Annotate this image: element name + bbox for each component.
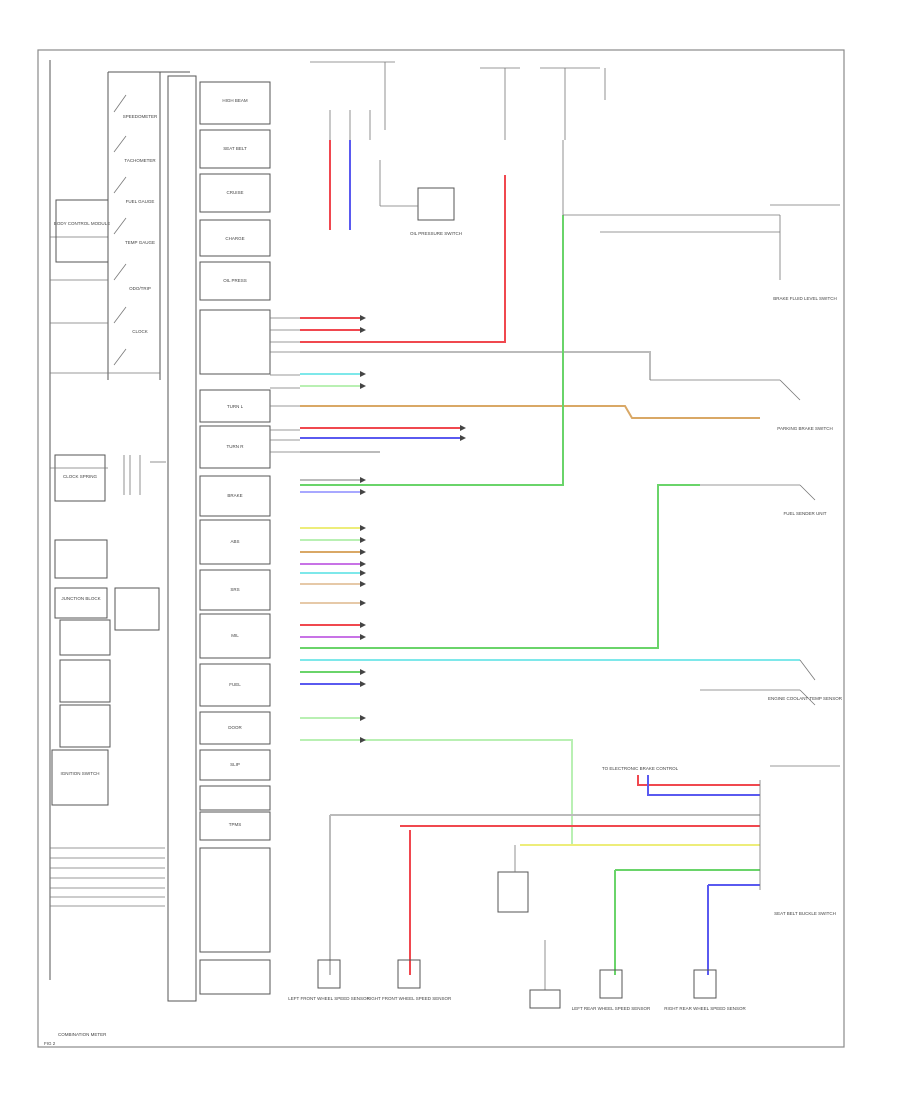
left-module-labels: BODY CONTROL MODULE CLOCK SPRING JUNCTIO… <box>54 221 110 776</box>
component-label: LEFT REAR WHEEL SPEED SENSOR <box>572 1006 651 1011</box>
gauge-label: CLOCK <box>132 329 148 334</box>
diagram-frame <box>37 49 845 1048</box>
indicator-label: CHARGE <box>225 236 244 241</box>
indicator-label: CRUISE <box>226 190 243 195</box>
indicator-label: TURN R <box>227 444 245 449</box>
indicator-label: TPMS <box>229 822 242 827</box>
left-module-column <box>49 60 190 980</box>
right-component-labels: BRAKE FLUID LEVEL SWITCH PARKING BRAKE S… <box>288 231 842 1011</box>
indicator-label: FUEL <box>229 682 241 687</box>
gauge-labels: SPEEDOMETER TACHOMETER FUEL GAUGE TEMP G… <box>123 114 158 334</box>
gauge-label: FUEL GAUGE <box>126 199 155 204</box>
footer-label: COMBINATION METER <box>58 1032 107 1037</box>
indicator-label: TURN L <box>227 404 244 409</box>
corner-label: FIG 2 <box>44 1041 56 1046</box>
indicator-label: DOOR <box>228 725 242 730</box>
component-label: RIGHT FRONT WHEEL SPEED SENSOR <box>367 996 452 1001</box>
combination-meter <box>167 75 197 1002</box>
gauge-label: TEMP GAUGE <box>125 240 155 245</box>
indicator-label: SLIP <box>230 762 240 767</box>
indicator-label: SEAT BELT <box>223 146 247 151</box>
indicator-label: SRS <box>230 587 239 592</box>
indicator-label: BRAKE <box>227 493 242 498</box>
connector-pins <box>270 317 300 453</box>
bottom-sensors <box>317 845 717 1009</box>
wire-arrows <box>360 315 466 743</box>
module-label: BODY CONTROL MODULE <box>54 221 110 226</box>
module-label: JUNCTION BLOCK <box>61 596 100 601</box>
indicator-label: MIL <box>231 633 239 638</box>
component-label: OIL PRESSURE SWITCH <box>410 231 462 236</box>
right-components <box>650 379 840 890</box>
component-label: PARKING BRAKE SWITCH <box>777 426 832 431</box>
component-label: FUEL SENDER UNIT <box>783 511 826 516</box>
component-label: RIGHT REAR WHEEL SPEED SENSOR <box>664 1006 746 1011</box>
module-label: IGNITION SWITCH <box>61 771 100 776</box>
module-label: CLOCK SPRING <box>63 474 98 479</box>
indicator-label: ABS <box>230 539 239 544</box>
meter-indicator-boxes <box>199 81 271 995</box>
component-label: SEAT BELT BUCKLE SWITCH <box>774 911 836 916</box>
indicator-label: HIGH BEAM <box>222 98 248 103</box>
component-label: ENGINE COOLANT TEMP SENSOR <box>768 696 843 701</box>
component-label: BRAKE FLUID LEVEL SWITCH <box>773 296 837 301</box>
meter-indicator-labels: HIGH BEAM SEAT BELT CRUISE CHARGE OIL PR… <box>222 98 248 827</box>
connector-caption: TO ELECTRONIC BRAKE CONTROL <box>602 766 679 771</box>
component-label: LEFT FRONT WHEEL SPEED SENSOR <box>288 996 370 1001</box>
gauge-label: ODO/TRIP <box>129 286 151 291</box>
gauge-label: SPEEDOMETER <box>123 114 158 119</box>
indicator-label: OIL PRESS <box>223 278 247 283</box>
gauge-label: TACHOMETER <box>124 158 156 163</box>
top-section <box>310 61 840 280</box>
colored-wires <box>300 140 800 975</box>
